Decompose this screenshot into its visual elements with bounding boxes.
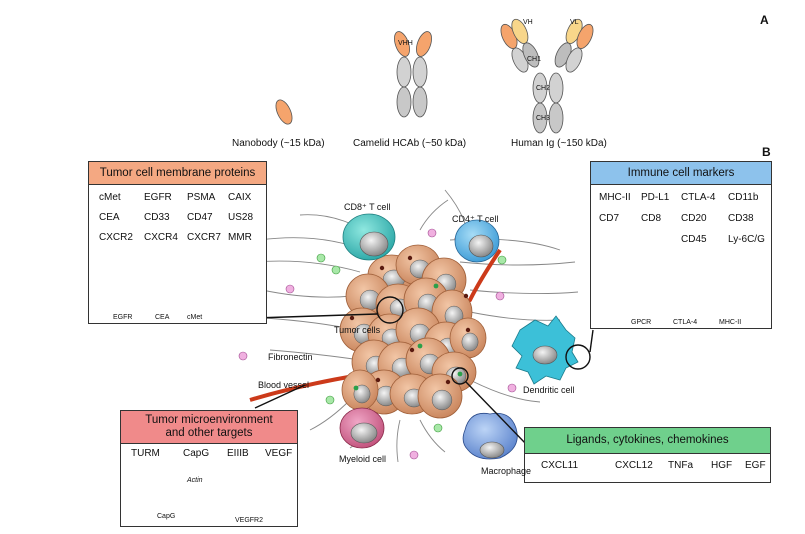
dot — [457, 371, 463, 377]
im-cell: CD45 — [681, 234, 707, 245]
microenvironment-title-line2: and other targets — [165, 427, 253, 439]
tm-cell: CEA — [99, 212, 120, 223]
dendritic-cell-label: Dendritic cell — [523, 385, 575, 395]
capg-label: CapG — [157, 513, 176, 520]
nanobody — [275, 99, 293, 125]
im-cell: CD8 — [641, 213, 662, 224]
dendritic-cell — [511, 315, 579, 385]
particles — [238, 228, 517, 460]
cd8-t-cell — [342, 213, 396, 261]
ligand-item: TNFa — [668, 460, 693, 471]
panel-a-letter: A — [760, 13, 769, 27]
im-cell: CTLA-4 — [681, 192, 716, 203]
dot — [465, 327, 471, 333]
ligand-item: HGF — [711, 460, 733, 471]
immune-markers-title: Immune cell markers — [591, 162, 771, 185]
tm-cell: US28 — [228, 212, 254, 223]
microenvironment-box: Tumor microenvironment and other targets… — [120, 410, 298, 527]
dot — [417, 343, 423, 349]
im-cell: MHC-II — [599, 192, 631, 203]
ligand-item: EGF — [745, 460, 766, 471]
dot — [433, 283, 439, 289]
me-item: TURM — [131, 448, 160, 459]
camelid-hcab-label: Camelid HCAb (~50 kDa) — [353, 138, 467, 149]
fibronectin-label: Fibronectin — [268, 352, 313, 362]
human-ig-antibody — [500, 18, 594, 134]
me-item: EIIIB — [227, 448, 249, 459]
tumor-membrane-title: Tumor cell membrane proteins — [89, 162, 266, 185]
blood-vessel-label: Blood vessel — [258, 380, 310, 390]
ligand-item: CXCL12 — [615, 460, 653, 471]
dot — [379, 265, 385, 271]
cd4-t-cell-label: CD4⁺ T cell — [452, 214, 499, 224]
panel-b-letter: B — [762, 145, 771, 159]
ligands-title: Ligands, cytokines, chemokines — [525, 428, 770, 454]
ch3-label: CH3 — [536, 115, 551, 122]
dot — [349, 315, 355, 321]
dot — [463, 293, 469, 299]
macrophage — [462, 412, 518, 460]
me-item: CapG — [183, 448, 210, 459]
tumor-cell — [417, 373, 463, 419]
cd8-t-cell-label: CD8⁺ T cell — [344, 202, 391, 212]
tm-cell: CD47 — [187, 212, 213, 223]
tm-cell: MMR — [228, 232, 252, 243]
im-cell: Ly-6C/G — [728, 234, 765, 245]
zoom-callouts — [254, 296, 594, 446]
me-item: VEGF — [265, 448, 293, 459]
macrophage-label: Macrophage — [481, 466, 532, 476]
dot — [409, 347, 415, 353]
im-cell: CD38 — [728, 213, 754, 224]
vegfr2-label: VEGFR2 — [235, 517, 264, 524]
tumor-membrane-box: Tumor cell membrane proteins cMet EGFR P… — [88, 161, 267, 324]
tm-cell: CXCR7 — [187, 232, 221, 243]
ch2-label: CH2 — [536, 85, 551, 92]
im-cell: CD20 — [681, 213, 707, 224]
vhh-label: VHH — [398, 40, 413, 47]
tm-cell: EGFR — [144, 192, 172, 203]
gpcr-receptor-label: GPCR — [631, 319, 652, 326]
im-cell: CD11b — [728, 192, 759, 203]
dot — [375, 377, 381, 383]
tumor-cluster — [339, 244, 487, 419]
myeloid-cell — [339, 407, 385, 449]
tm-cell: CAIX — [228, 192, 252, 203]
tumor-cells-label: Tumor cells — [334, 325, 381, 335]
ligand-item: CXCL11 — [541, 460, 579, 471]
tm-cell: CXCR4 — [144, 232, 178, 243]
microenvironment-title-line1: Tumor microenvironment — [145, 414, 273, 427]
actin-label: Actin — [187, 477, 203, 484]
egfr-receptor-label: EGFR — [113, 314, 133, 321]
immune-markers-box: Immune cell markers MHC-II PD-L1 CTLA-4 … — [590, 161, 772, 329]
ctla4-receptor-label: CTLA-4 — [673, 319, 698, 326]
tumor-cell — [341, 369, 379, 411]
mhc-ii-receptor-label: MHC-II — [719, 319, 742, 326]
dot — [353, 385, 359, 391]
tm-cell: PSMA — [187, 192, 216, 203]
tm-cell: cMet — [99, 192, 121, 203]
vl-label: VL — [570, 19, 579, 26]
camelid-hcab-antibody — [394, 31, 432, 118]
ch1-label: CH1 — [527, 56, 542, 63]
dot — [445, 379, 451, 385]
dot — [407, 255, 413, 261]
tm-cell: CXCR2 — [99, 232, 133, 243]
myeloid-cell-label: Myeloid cell — [339, 454, 387, 464]
cd4-t-cell — [454, 219, 500, 263]
im-cell: CD7 — [599, 213, 620, 224]
microenvironment-title: Tumor microenvironment and other targets — [121, 411, 297, 444]
cea-receptor-label: CEA — [155, 314, 170, 321]
vh-label: VH — [523, 19, 533, 26]
im-cell: PD-L1 — [641, 192, 670, 203]
tm-cell: CD33 — [144, 212, 170, 223]
human-ig-label: Human Ig (~150 kDa) — [511, 138, 607, 149]
cmet-receptor-label: cMet — [187, 314, 203, 321]
tumor-cell — [449, 317, 487, 359]
ligands-box: Ligands, cytokines, chemokines EGF HGF T… — [524, 427, 771, 483]
nanobody-label: Nanobody (~15 kDa) — [232, 138, 325, 149]
